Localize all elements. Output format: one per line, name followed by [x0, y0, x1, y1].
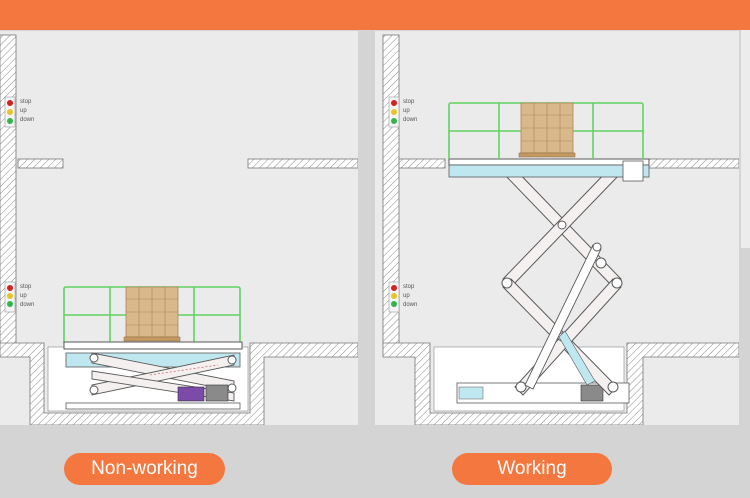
floor-slab-left: [17, 158, 64, 169]
non-working-caption: Non-working: [64, 453, 225, 485]
signal-label-down: down: [20, 117, 35, 123]
floor-slab-right: [247, 158, 358, 169]
traffic-light-upper: [388, 96, 400, 128]
scissor-mechanism-folded: [65, 352, 241, 410]
motor-pump-unit: [580, 384, 604, 402]
signal-label-up: up: [20, 293, 27, 299]
lift-platform: [448, 158, 650, 166]
signal-label-down: down: [20, 302, 35, 308]
base-frame: [65, 402, 241, 410]
pallet-cargo: [123, 286, 181, 342]
floor-slab-left: [398, 158, 446, 169]
signal-label-up: up: [403, 108, 410, 114]
hydraulic-cylinder: [524, 242, 607, 390]
motor-pump-unit: [177, 386, 205, 402]
traffic-light-lower: [388, 281, 400, 313]
signal-label-down: down: [403, 302, 418, 308]
traffic-light-upper: [4, 96, 16, 128]
traffic-light-lower: [4, 281, 16, 313]
signal-label-up: up: [403, 293, 410, 299]
signal-label-stop: stop: [403, 284, 415, 290]
pit-foundation: [382, 342, 739, 425]
top-banner: [0, 0, 750, 30]
working-caption: Working: [452, 453, 612, 485]
floor-slab-right: [646, 158, 739, 169]
signal-label-stop: stop: [403, 99, 415, 105]
pit-foundation: [0, 342, 358, 425]
signal-label-up: up: [20, 108, 27, 114]
signal-label-down: down: [403, 117, 418, 123]
pallet-cargo: [518, 102, 576, 158]
signal-label-stop: stop: [20, 284, 32, 290]
page-edge-strip: [741, 30, 750, 248]
non-working-diagram-panel: stop up down stop up down: [0, 31, 358, 425]
working-diagram-panel: stop up down stop up down: [375, 31, 739, 425]
lift-platform: [63, 341, 243, 350]
signal-label-stop: stop: [20, 99, 32, 105]
